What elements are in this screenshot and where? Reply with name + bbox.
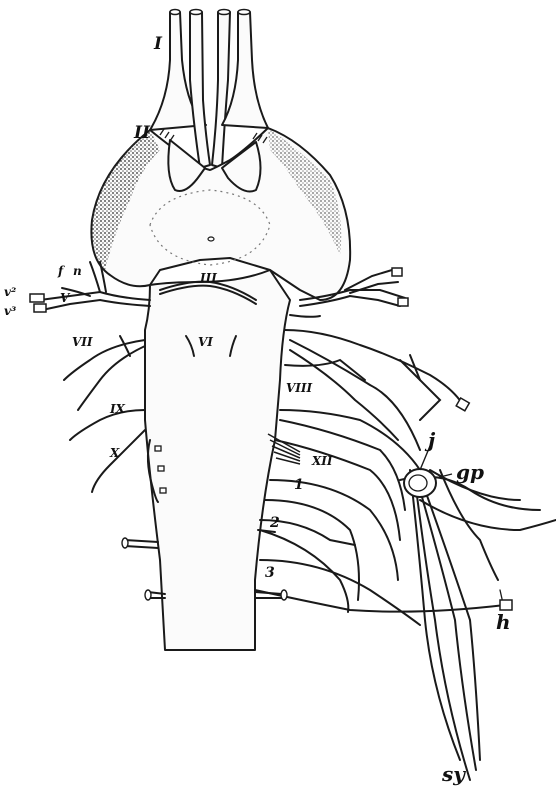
label-X: X xyxy=(110,447,119,459)
label-spinal-3: 3 xyxy=(265,566,275,580)
label-III: III xyxy=(200,272,217,284)
ganglion-gp xyxy=(404,469,436,497)
spinal-stubs-left xyxy=(122,538,165,600)
label-IX: IX xyxy=(110,403,125,415)
label-h: h xyxy=(496,612,511,632)
label-spinal-2: 2 xyxy=(270,516,280,530)
nerve-IX-left xyxy=(70,410,145,440)
label-XII: XII xyxy=(312,455,333,467)
label-VI: VI xyxy=(198,336,213,348)
label-v2: v² xyxy=(4,286,16,298)
label-I: I xyxy=(154,36,162,53)
label-n: n xyxy=(73,265,82,277)
label-gp: gp xyxy=(456,462,484,482)
label-spinal-1: 1 xyxy=(294,478,304,492)
label-V: V xyxy=(60,292,69,304)
label-sy: sy xyxy=(442,764,465,784)
label-II: II xyxy=(134,125,150,142)
label-VIII: VIII xyxy=(286,382,312,394)
label-VII: VII xyxy=(72,336,93,348)
label-v3: v³ xyxy=(4,305,16,317)
label-j: j xyxy=(428,430,435,450)
right-nerve-plexus xyxy=(255,330,556,780)
label-f: f xyxy=(58,265,63,277)
